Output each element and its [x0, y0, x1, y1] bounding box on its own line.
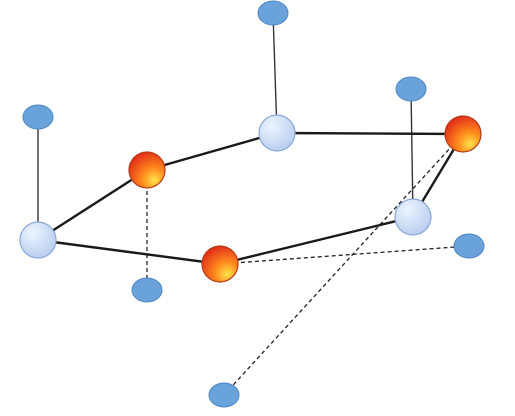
substituent-node-s1: [22, 104, 54, 130]
ring-node-light-r1: [19, 221, 57, 259]
ring-bond-r5-r6: [218, 215, 415, 266]
ring-node-hot-r6: [201, 245, 239, 283]
ring-node-light-r3: [258, 114, 296, 152]
ring-bond-r1-r2: [36, 168, 149, 242]
ring-node-hot-r2: [128, 151, 166, 189]
ring-node-hot-r4: [444, 115, 482, 153]
substituent-node-s2: [131, 277, 163, 303]
ring-node-light-r5: [394, 198, 432, 236]
ring-bond-r2-r3: [145, 131, 279, 172]
substituent-node-s3: [257, 0, 289, 26]
substituent-node-s6: [453, 233, 485, 259]
ring-node-layer: [19, 114, 482, 283]
substituent-node-s4: [208, 382, 240, 408]
vertical-bond-layer: [37, 12, 470, 396]
substituent-node-s5: [395, 76, 427, 102]
vertical-bond-dashed-r4-s4: [223, 133, 464, 396]
ring-bond-r6-r1: [36, 238, 222, 266]
ring-bond-r3-r4: [275, 131, 465, 136]
vertical-bond-solid-r5-s5: [410, 88, 414, 218]
substituent-node-layer: [22, 0, 485, 408]
vertical-bond-solid-r3-s3: [272, 12, 278, 134]
